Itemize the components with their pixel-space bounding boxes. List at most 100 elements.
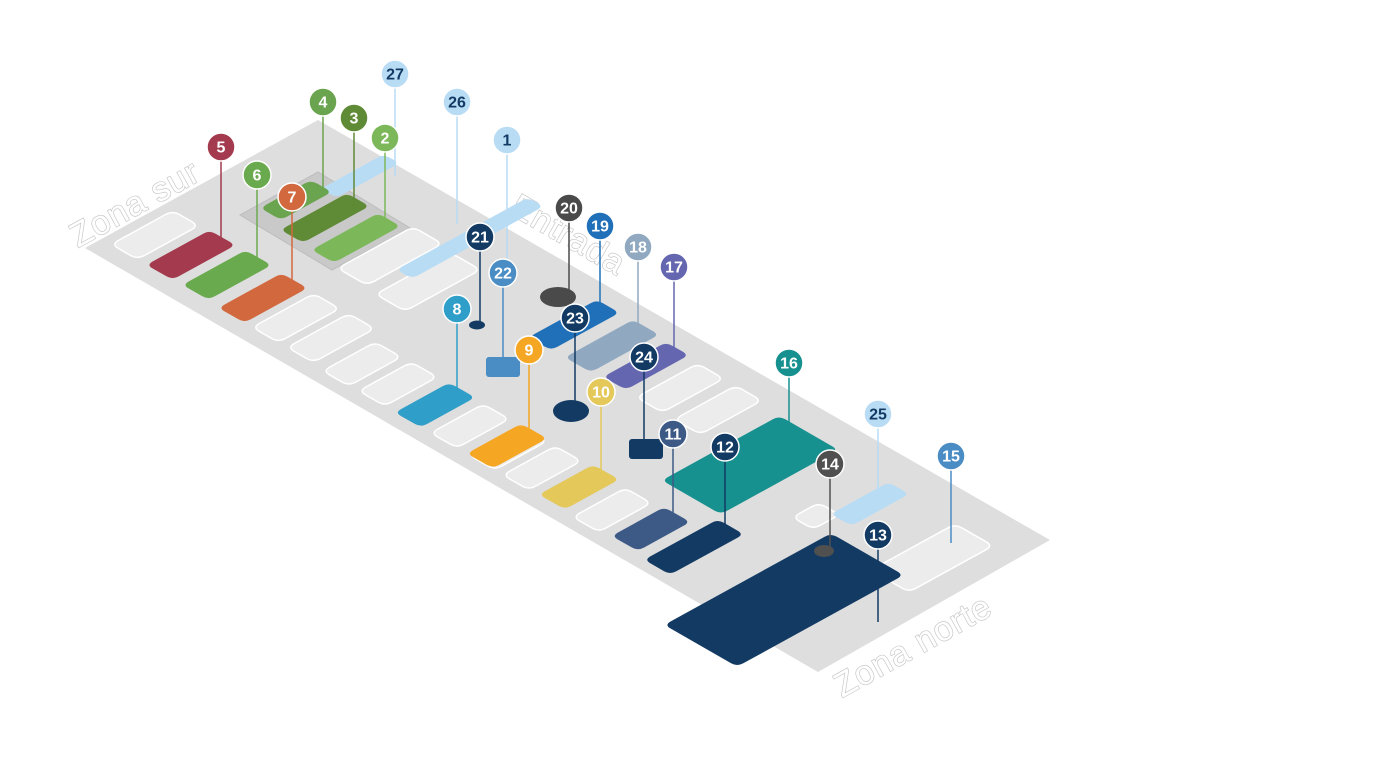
stall-16[interactable]	[664, 417, 836, 513]
marker-number: 25	[869, 407, 887, 424]
marker-26[interactable]: 26	[442, 87, 472, 117]
marker-circle	[465, 222, 495, 252]
stall-12[interactable]	[647, 521, 741, 573]
marker-25[interactable]: 25	[863, 399, 893, 429]
marker-circle	[488, 258, 518, 288]
marker-number: 10	[592, 385, 610, 402]
marker-number: 8	[453, 302, 462, 319]
stall-25[interactable]	[833, 483, 907, 525]
empty-stall	[340, 228, 440, 284]
stall-6[interactable]	[185, 251, 269, 299]
marker-number: 3	[350, 111, 359, 128]
marker-18[interactable]: 18	[623, 232, 653, 262]
empty-stall	[114, 211, 196, 259]
marker-1[interactable]: 1	[492, 125, 522, 155]
marker-number: 7	[288, 190, 297, 207]
stall-2[interactable]	[314, 214, 398, 262]
stall-8[interactable]	[397, 384, 473, 426]
marker-circle	[629, 342, 659, 372]
marker-number: 4	[319, 95, 328, 112]
marker-number: 20	[560, 201, 578, 218]
marker-circle	[554, 193, 584, 223]
marker-circle	[560, 303, 590, 333]
marker-number: 18	[629, 240, 647, 257]
stall-23[interactable]	[553, 400, 589, 422]
marker-circle	[623, 232, 653, 262]
marker-24[interactable]: 24	[629, 342, 659, 372]
marker-27[interactable]: 27	[380, 59, 410, 89]
stall-14[interactable]	[814, 545, 834, 557]
marker-circle	[339, 103, 369, 133]
marker-11[interactable]: 11	[658, 419, 688, 449]
marker-4[interactable]: 4	[308, 87, 338, 117]
marker-21[interactable]: 21	[465, 222, 495, 252]
marker-circle	[492, 125, 522, 155]
stall-3[interactable]	[283, 194, 367, 242]
stall-27[interactable]	[323, 155, 397, 197]
marker-17[interactable]: 17	[659, 252, 689, 282]
marker-circle	[514, 335, 544, 365]
marker-10[interactable]: 10	[586, 377, 616, 407]
stall-9[interactable]	[469, 425, 545, 467]
marker-22[interactable]: 22	[488, 258, 518, 288]
marker-circle	[442, 294, 472, 324]
marker-13[interactable]: 13	[863, 520, 893, 550]
marker-16[interactable]: 16	[774, 348, 804, 378]
marker-circle	[277, 182, 307, 212]
marker-23[interactable]: 23	[560, 303, 590, 333]
marker-number: 14	[821, 457, 839, 474]
marker-number: 2	[381, 131, 390, 148]
marker-3[interactable]: 3	[339, 103, 369, 133]
stall-18[interactable]	[567, 321, 657, 371]
marker-circle	[206, 132, 236, 162]
marker-number: 22	[494, 266, 512, 283]
empty-stall	[361, 363, 435, 405]
marker-circle	[242, 160, 272, 190]
marker-2[interactable]: 2	[370, 123, 400, 153]
stall-5[interactable]	[149, 231, 233, 279]
marker-number: 21	[471, 230, 489, 247]
marker-number: 24	[635, 350, 653, 367]
marker-19[interactable]: 19	[585, 211, 615, 241]
stall-21[interactable]	[469, 320, 485, 330]
marker-6[interactable]: 6	[242, 160, 272, 190]
marker-number: 15	[942, 449, 960, 466]
marker-number: 9	[525, 343, 534, 360]
stall-7[interactable]	[221, 274, 305, 322]
marker-circle	[815, 449, 845, 479]
stall-24[interactable]	[629, 439, 663, 459]
empty-stall	[795, 504, 837, 528]
marker-20[interactable]: 20	[554, 193, 584, 223]
empty-stall	[505, 447, 579, 489]
marker-number: 1	[503, 133, 512, 150]
marker-9[interactable]: 9	[514, 335, 544, 365]
marker-circle	[585, 211, 615, 241]
empty-stall	[378, 254, 478, 310]
marker-circle	[586, 377, 616, 407]
stall-10[interactable]	[541, 466, 617, 508]
marker-number: 11	[665, 427, 682, 444]
empty-stall	[575, 489, 649, 531]
marker-number: 13	[869, 528, 887, 545]
marker-number: 16	[780, 356, 798, 373]
marker-number: 5	[217, 140, 226, 157]
stall-13[interactable]	[667, 535, 901, 665]
empty-stall	[290, 314, 372, 362]
marker-8[interactable]: 8	[442, 294, 472, 324]
marker-7[interactable]: 7	[277, 182, 307, 212]
marker-15[interactable]: 15	[936, 441, 966, 471]
stall-11[interactable]	[614, 508, 688, 550]
marker-number: 26	[448, 95, 466, 112]
stall-20[interactable]	[540, 287, 576, 307]
marker-14[interactable]: 14	[815, 449, 845, 479]
marker-12[interactable]: 12	[710, 432, 740, 462]
marker-circle	[774, 348, 804, 378]
marker-number: 23	[566, 311, 584, 328]
marker-number: 19	[591, 219, 609, 236]
marker-circle	[658, 419, 688, 449]
marker-circle	[442, 87, 472, 117]
marker-5[interactable]: 5	[206, 132, 236, 162]
marker-circle	[710, 432, 740, 462]
